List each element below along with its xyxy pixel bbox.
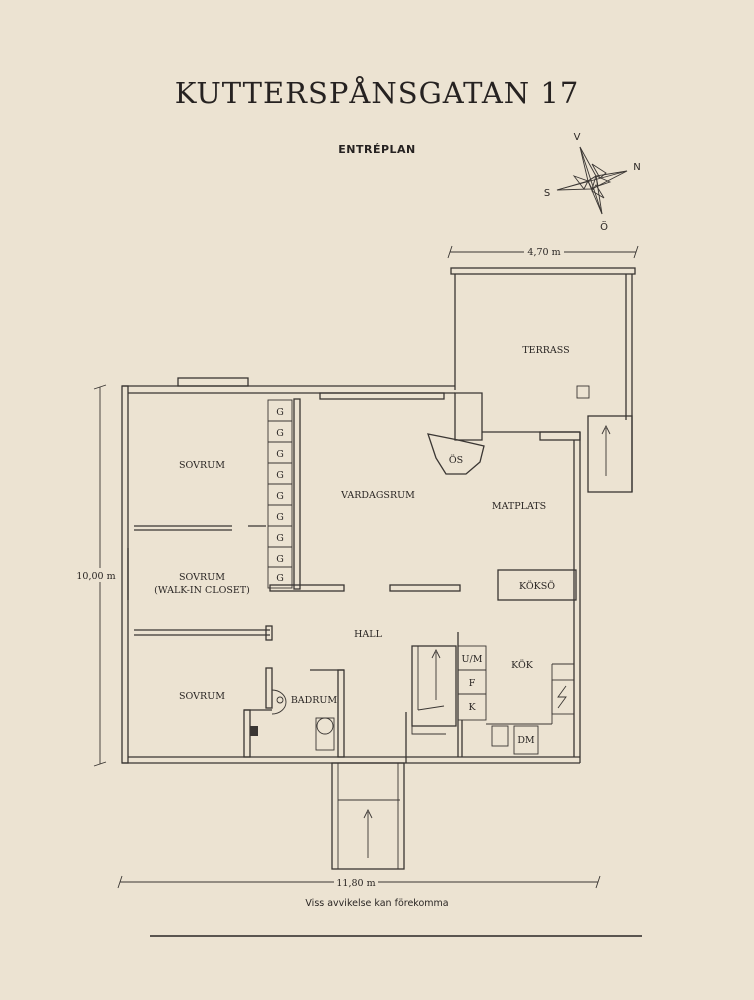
room-label-bathroom: BADRUM bbox=[291, 695, 338, 706]
appliance-label: K bbox=[468, 702, 476, 713]
compass-east-label: Ö bbox=[600, 220, 608, 233]
wardrobe-label: G bbox=[276, 573, 284, 584]
wardrobe-label: G bbox=[276, 428, 284, 439]
fireplace bbox=[427, 392, 485, 475]
room-label-dining: MATPLATS bbox=[492, 501, 546, 512]
appliance-label: U/M bbox=[462, 654, 483, 665]
plan-subtitle: ENTRÉPLAN bbox=[338, 143, 416, 156]
staircase bbox=[405, 645, 457, 763]
kitchen-island bbox=[497, 569, 577, 601]
terrace-area bbox=[450, 267, 636, 493]
room-label-fireplace: ÖS bbox=[449, 454, 463, 466]
room-label-kitchen: KÖK bbox=[511, 659, 534, 671]
bathroom-fixtures bbox=[250, 689, 335, 751]
room-label-kitchen-island: KÖKSÖ bbox=[519, 580, 555, 592]
height-label: 10,00 m bbox=[76, 571, 115, 582]
wardrobe-label: G bbox=[276, 449, 284, 460]
wardrobe-label: G bbox=[276, 470, 284, 481]
plan-title: KUTTERSPÅNSGATAN 17 bbox=[175, 75, 580, 110]
disclaimer-note: Viss avvikelse kan förekomma bbox=[305, 898, 448, 909]
dishwasher-label: DM bbox=[517, 735, 535, 746]
width-label: 11,80 m bbox=[336, 878, 375, 889]
compass-south-label: S bbox=[544, 188, 550, 199]
terrace-width-label: 4,70 m bbox=[527, 247, 560, 258]
wardrobe-label: G bbox=[276, 533, 284, 544]
wardrobe-label: G bbox=[276, 407, 284, 418]
room-label-walk-in-closet: (WALK-IN CLOSET) bbox=[154, 585, 250, 596]
wardrobe-column bbox=[267, 399, 293, 589]
compass-west-label: V bbox=[574, 132, 581, 143]
room-label-terrace: TERRASS bbox=[522, 345, 569, 356]
wardrobe-label: G bbox=[276, 512, 284, 523]
wardrobe-label: G bbox=[276, 491, 284, 502]
room-label-bedroom-1: SOVRUM bbox=[179, 460, 225, 471]
compass-rose-icon bbox=[556, 146, 628, 215]
compass-north-label: N bbox=[633, 162, 640, 173]
room-label-living-room: VARDAGSRUM bbox=[340, 490, 415, 501]
room-label-hall: HALL bbox=[354, 629, 382, 640]
room-label-bedroom-3: SOVRUM bbox=[179, 691, 225, 702]
interior-walls bbox=[134, 398, 461, 758]
entry-steps bbox=[331, 762, 405, 870]
room-label-bedroom-2: SOVRUM bbox=[179, 572, 225, 583]
appliance-label: F bbox=[469, 678, 476, 689]
kitchen-appliance-column bbox=[457, 632, 575, 757]
wardrobe-label: G bbox=[276, 554, 284, 565]
